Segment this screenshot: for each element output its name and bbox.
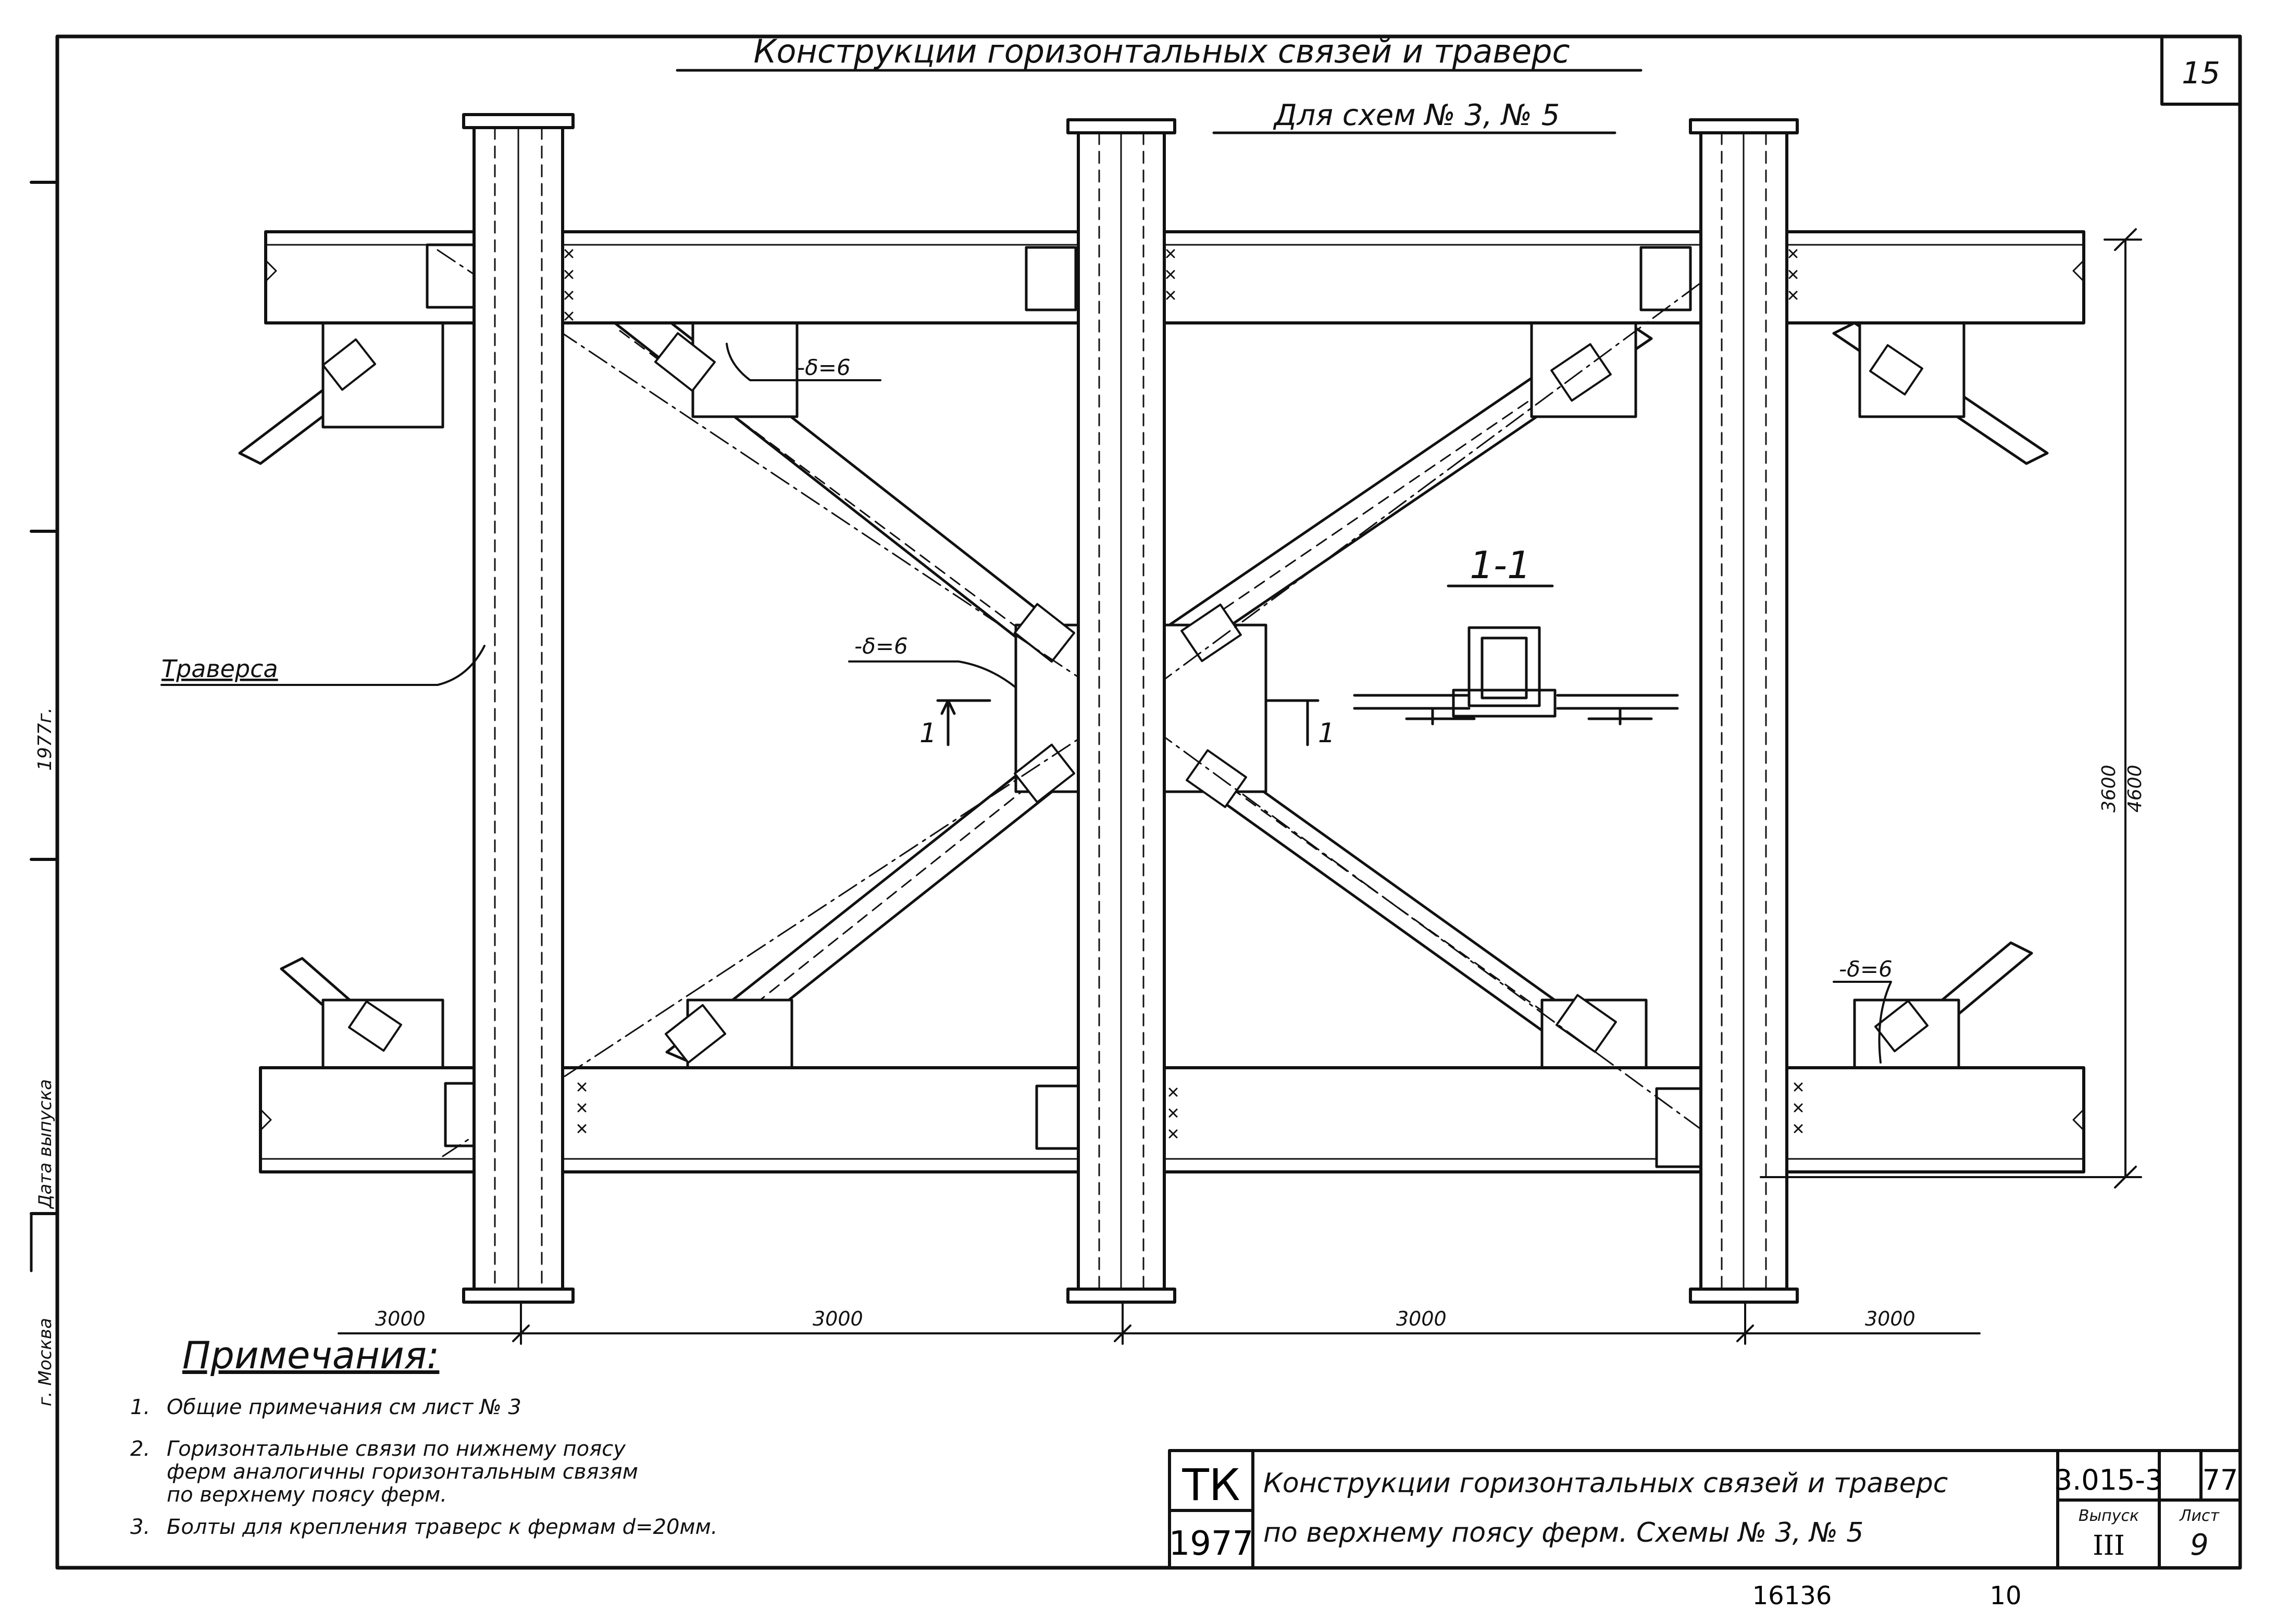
stamp-title-line1: Конструкции горизонтальных связей и трав… [1263, 1468, 1948, 1499]
traverse-column-left [462, 113, 575, 1304]
note-3-number: 3. [130, 1515, 151, 1539]
dim-vertical-b: 4600 [2124, 765, 2146, 813]
traverse-column-center [1066, 118, 1176, 1304]
note-2-line-3: по верхнему поясу ферм. [167, 1483, 447, 1507]
note-1: 1. Общие примечания см лист № 3 [130, 1396, 521, 1419]
notes-title: Примечания: [182, 1333, 440, 1377]
bolt-marks [564, 249, 1803, 1139]
label-section-left: 1 [919, 718, 937, 749]
stamp-sheet-value: 9 [2190, 1528, 2209, 1562]
page-number: 15 [2182, 55, 2220, 91]
sheet-subtitle: Для схем № 3, № 5 [1273, 98, 1560, 132]
dimension-vertical [1760, 228, 2142, 1189]
stamp-code-year: 77 [2203, 1464, 2238, 1496]
stamp-sheet-label: Лист [2179, 1507, 2220, 1525]
bottom-code: 16136 [1752, 1581, 1832, 1610]
note-2-line-2: ферм аналогичны горизонтальным связям [167, 1460, 638, 1484]
sheet-title: Конструкции горизонтальных связей и трав… [753, 32, 1570, 70]
dim-4: 3000 [1865, 1307, 1915, 1330]
note-3: 3. Болты для крепления траверс к фермам d… [130, 1516, 718, 1539]
label-section-right: 1 [1318, 718, 1335, 749]
stamp-issue-label: Выпуск [2079, 1507, 2139, 1525]
section-markers [936, 699, 1320, 746]
bottom-num: 10 [1989, 1581, 2021, 1610]
stamp-org: ТК [1182, 1459, 1240, 1510]
sheet-frame [55, 34, 2242, 1570]
dim-3: 3000 [1396, 1307, 1447, 1330]
dim-2: 3000 [813, 1307, 863, 1330]
dimension-horizontal [338, 1301, 1981, 1345]
traverse-column-right [1689, 118, 1799, 1304]
label-plate-right: -δ=6 [1839, 956, 1893, 982]
dim-vertical-a: 3600 [2098, 765, 2120, 813]
bolt-plates [322, 332, 1929, 1064]
note-1-line-1: Общие примечания см лист № 3 [167, 1395, 521, 1419]
stamp-title-line2: по верхнему поясу ферм. Схемы № 3, № 5 [1263, 1517, 1863, 1548]
title-block [1168, 1449, 2242, 1569]
stamp-issue-value: III [2093, 1530, 2125, 1561]
note-2-line-1: Горизонтальные связи по нижнему поясу [167, 1437, 626, 1461]
dim-1: 3000 [375, 1307, 426, 1330]
label-plate-top: -δ=6 [797, 355, 851, 380]
leader-lines [160, 343, 1892, 1064]
label-traverse: Траверса [161, 655, 278, 683]
margin-city: г. Москва [35, 1318, 56, 1406]
note-2: 2.Горизонтальные связи по нижнему поясу … [130, 1438, 638, 1506]
section-1-1-detail [1353, 584, 1679, 726]
page-number-box [2160, 35, 2242, 106]
note-3-line-1: Болты для крепления траверс к фермам d=2… [167, 1515, 718, 1539]
note-2-number: 2. [130, 1437, 151, 1461]
note-1-number: 1. [130, 1395, 151, 1419]
margin-date: Дата выпуска [35, 1079, 56, 1209]
stamp-code: 3.015-3 [2055, 1464, 2163, 1496]
beam-connection-plates [426, 243, 1708, 1168]
margin-year: 1977г. [34, 707, 56, 771]
label-section-title: 1-1 [1470, 543, 1531, 587]
stamp-year: 1977 [1169, 1525, 1254, 1563]
label-plate-center: -δ=6 [854, 633, 908, 659]
